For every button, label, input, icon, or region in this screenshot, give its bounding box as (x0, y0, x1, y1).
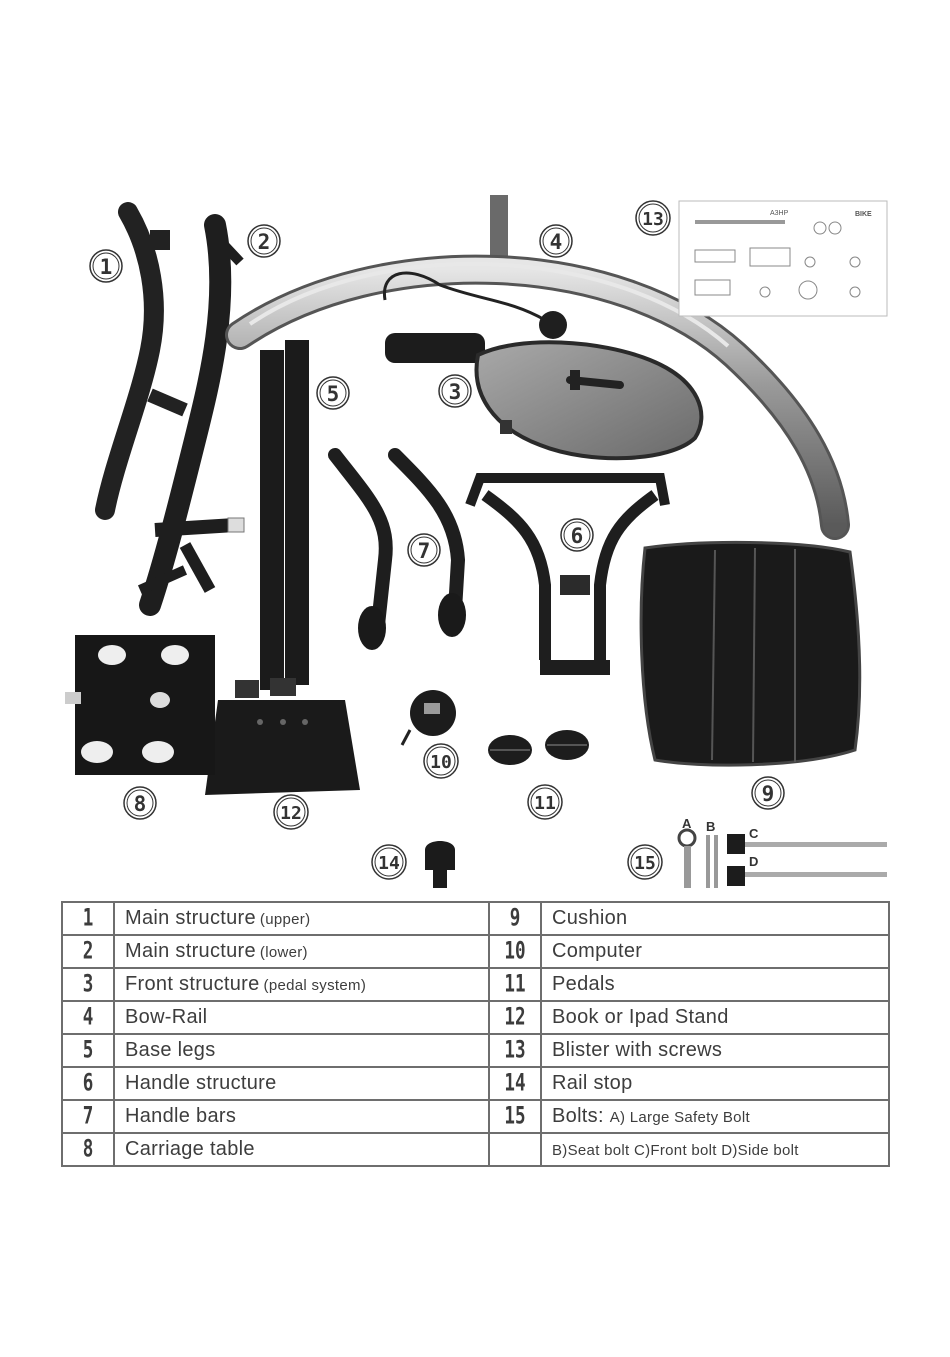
callout-6: 6 (560, 518, 594, 552)
callout-label: 4 (550, 230, 563, 254)
blister-title: A3HP (770, 210, 789, 217)
callout-label: 1 (100, 255, 113, 279)
part-name: Handle bars (113, 1099, 490, 1134)
callout-8: 8 (123, 786, 157, 820)
callout-12: 12 (273, 794, 309, 830)
part-number: 3 (66, 967, 110, 1002)
part-name: Main structure(lower) (113, 934, 490, 969)
part-number: 9 (493, 901, 537, 936)
part-number: 4 (66, 1000, 110, 1035)
callout-14: 14 (371, 844, 407, 880)
part-name: Main structure(upper) (113, 901, 490, 936)
callout-label: 12 (280, 803, 302, 824)
table-row: 7 Handle bars 15 Bolts: A) Large Safety … (62, 1099, 890, 1134)
part-name: Bolts: A) Large Safety Bolt (540, 1099, 890, 1134)
part-name: Computer (540, 934, 890, 969)
part-name: Bow-Rail (113, 1000, 490, 1035)
bolt-letter-a: A (682, 816, 692, 831)
table-row: 4 Bow-Rail 12 Book or Ipad Stand (62, 1000, 890, 1035)
callout-13: 13 (635, 200, 671, 236)
part-number: 14 (493, 1066, 537, 1101)
part-name: B)Seat bolt C)Front bolt D)Side bolt (540, 1132, 890, 1167)
part-number: 6 (66, 1066, 110, 1101)
rail-stop (425, 841, 455, 888)
part-name: Book or Ipad Stand (540, 1000, 890, 1035)
part-name: Blister with screws (540, 1033, 890, 1068)
base-legs (235, 340, 309, 698)
bolt-letter-b: B (706, 819, 715, 834)
part-number: 2 (66, 934, 110, 969)
callout-15: 15 (627, 844, 663, 880)
bolt-letter-d: D (749, 854, 758, 869)
callout-label: 14 (378, 853, 400, 874)
part-number: 8 (66, 1132, 110, 1167)
part-name: Rail stop (540, 1066, 890, 1101)
part-number: 12 (493, 1000, 537, 1035)
callout-label: 3 (449, 380, 462, 404)
part-number: 1 (66, 901, 110, 936)
part-name: Pedals (540, 967, 890, 1002)
callout-label: 7 (418, 539, 431, 563)
callout-label: 10 (430, 752, 452, 773)
callout-label: 13 (642, 209, 664, 230)
part-number (493, 1132, 537, 1167)
handle-structure (465, 473, 670, 675)
table-row: 2 Main structure(lower) 10 Computer (62, 934, 890, 969)
part-number: 13 (493, 1033, 537, 1068)
bolt-letter-c: C (749, 826, 759, 841)
cushion (639, 540, 862, 767)
callout-11: 11 (527, 784, 563, 820)
part-number: 10 (493, 934, 537, 969)
bow-rail (225, 195, 850, 540)
part-number: 7 (66, 1099, 110, 1134)
exploded-parts-diagram: A3HP BIKE 1 2 3 4 5 (65, 195, 888, 888)
computer (400, 690, 456, 746)
callout-9: 9 (751, 776, 785, 810)
table-row: 6 Handle structure 14 Rail stop (62, 1066, 890, 1101)
part-name: Carriage table (113, 1132, 490, 1167)
part-name: Cushion (540, 901, 890, 936)
callout-label: 11 (534, 793, 556, 814)
handle-bars (328, 448, 466, 650)
blister-brand: BIKE (855, 211, 872, 218)
callout-label: 2 (258, 230, 271, 254)
callout-3: 3 (438, 374, 472, 408)
bolts (677, 828, 887, 888)
callout-2: 2 (247, 224, 281, 258)
part-number: 11 (493, 967, 537, 1002)
callout-1: 1 (89, 249, 123, 283)
part-number: 5 (66, 1033, 110, 1068)
callout-label: 6 (571, 524, 584, 548)
callout-label: 9 (762, 782, 775, 806)
table-row: 5 Base legs 13 Blister with screws (62, 1033, 890, 1068)
part-number: 15 (493, 1099, 537, 1134)
main-structure-lower (137, 214, 245, 616)
part-name: Front structure(pedal system) (113, 967, 490, 1002)
book-stand (205, 700, 360, 795)
table-row: 1 Main structure(upper) 9 Cushion (62, 901, 890, 936)
part-name: Base legs (113, 1033, 490, 1068)
carriage-table (65, 635, 215, 775)
callout-10: 10 (423, 743, 459, 779)
callout-label: 15 (634, 853, 656, 874)
callout-label: 8 (134, 792, 147, 816)
front-structure (383, 271, 704, 461)
callout-label: 5 (327, 382, 340, 406)
blister-sheet: A3HP BIKE (678, 200, 888, 317)
callout-4: 4 (539, 224, 573, 258)
callout-5: 5 (316, 376, 350, 410)
part-name: Handle structure (113, 1066, 490, 1101)
main-structure-upper (95, 202, 188, 520)
parts-table: 1 Main structure(upper) 9 Cushion 2 Main… (61, 901, 890, 1167)
pedals (488, 730, 589, 765)
callout-7: 7 (407, 533, 441, 567)
table-row: 3 Front structure(pedal system) 11 Pedal… (62, 967, 890, 1002)
table-row: 8 Carriage table B)Seat bolt C)Front bol… (62, 1132, 890, 1167)
